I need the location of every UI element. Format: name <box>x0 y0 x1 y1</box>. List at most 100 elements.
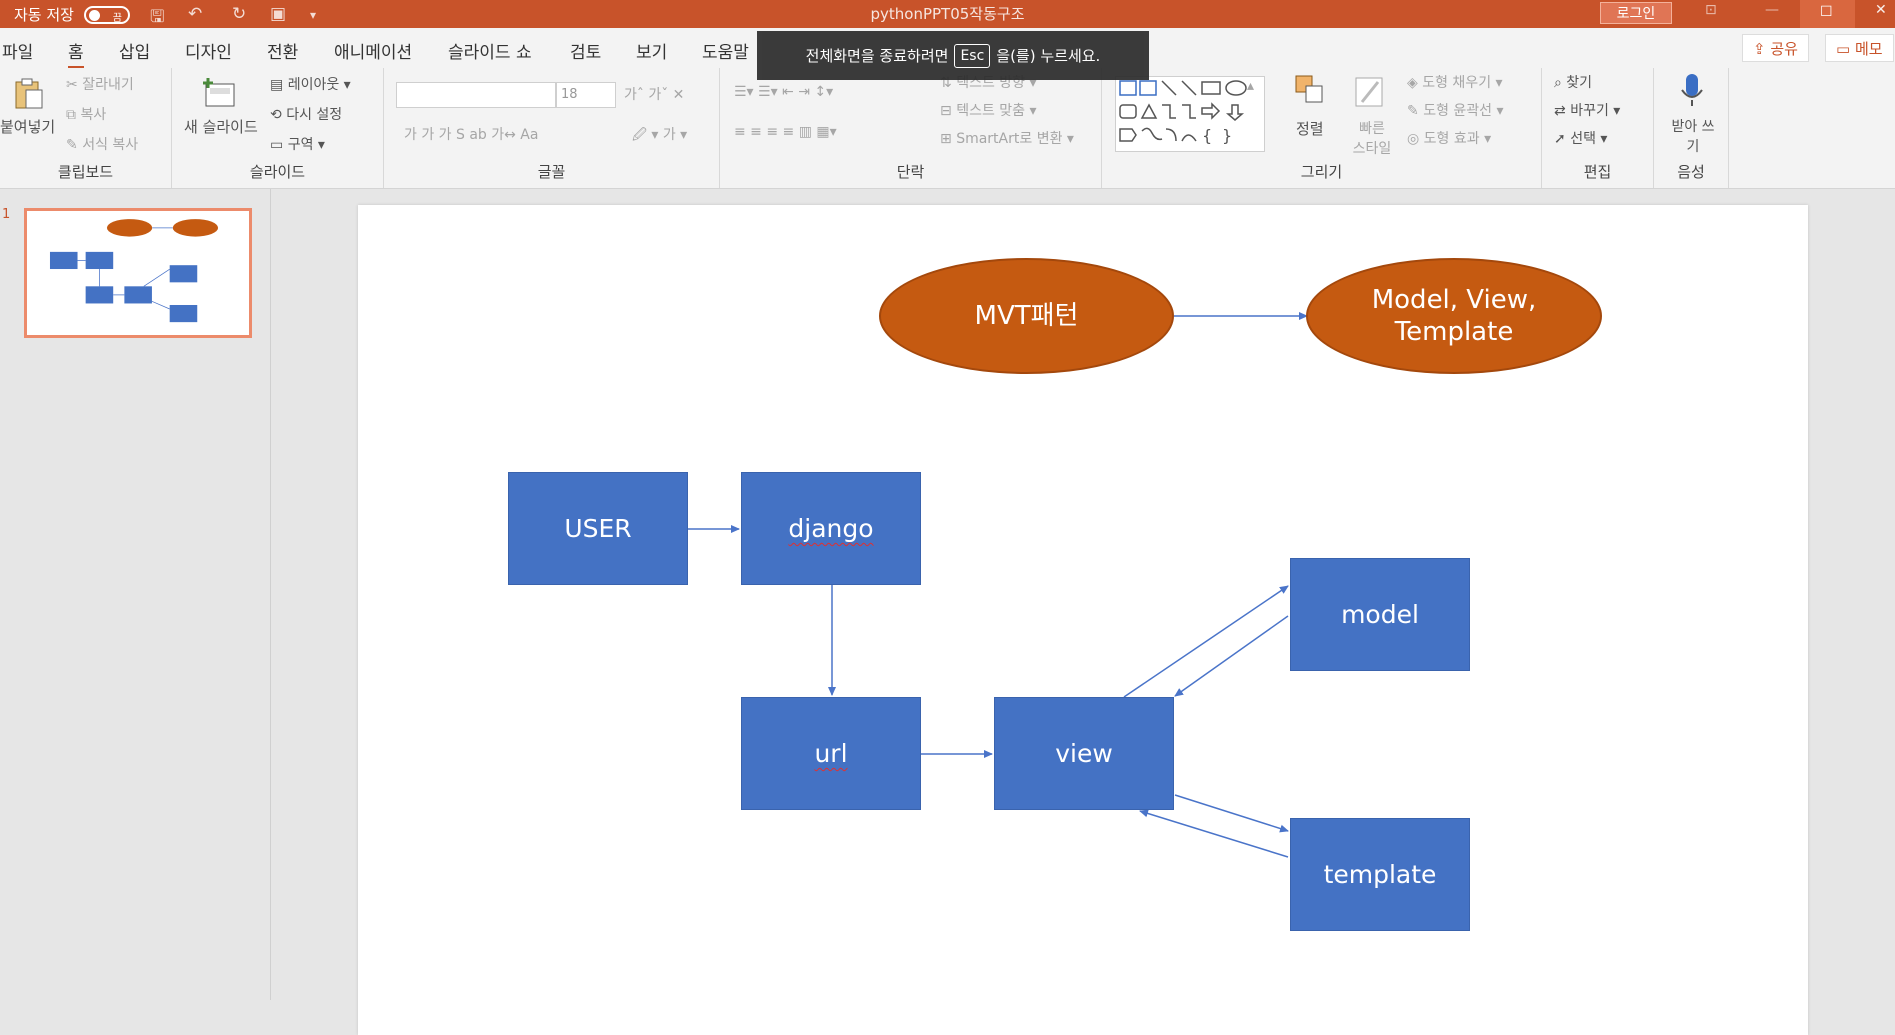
connector-arrows <box>688 312 1308 858</box>
editing-group: ⌕ 찾기 ⇄ 바꾸기 ▾ ➚ 선택 ▾ 편집 <box>1542 68 1654 188</box>
outline-icon: ✎ <box>1407 103 1424 119</box>
autosave-control[interactable]: 자동 저장 끔 <box>14 4 130 25</box>
layout-button[interactable]: ▤ 레이아웃 ▾ <box>270 77 351 93</box>
shapes-gallery[interactable]: {} <box>1115 76 1265 152</box>
tab-insert[interactable]: 삽입 <box>119 43 151 63</box>
voice-group: 받아 쓰기 음성 <box>1654 68 1729 188</box>
customize-toolbar-icon[interactable]: ▾ <box>310 8 317 22</box>
toast-text-after: 을(를) 누르세요. <box>996 47 1101 65</box>
url-box[interactable]: url <box>741 697 921 810</box>
section-icon: ▭ <box>270 137 288 153</box>
present-icon[interactable]: ▣ <box>270 4 287 24</box>
font-name-input[interactable] <box>396 82 556 108</box>
toast-text-before: 전체화면을 종료하려면 <box>805 47 949 65</box>
minimize-icon[interactable]: — <box>1765 2 1779 18</box>
mvt-description-line2: Template <box>1394 317 1514 347</box>
share-button[interactable]: ⇪ 공유 <box>1742 34 1809 62</box>
format-painter-button[interactable]: ✎ 서식 복사 <box>66 137 139 153</box>
shape-effects-button[interactable]: ◎ 도형 효과 ▾ <box>1407 131 1492 147</box>
new-slide-button[interactable]: 새 슬라이드 <box>184 118 258 136</box>
arrow-template-to-view <box>1139 809 1289 858</box>
select-button[interactable]: ➚ 선택 ▾ <box>1554 131 1608 147</box>
share-icon: ⇪ <box>1753 40 1771 58</box>
svg-text:{: { <box>1202 126 1212 145</box>
mvt-pattern-label: MVT패턴 <box>974 300 1079 331</box>
clipboard-group-label: 클립보드 <box>57 163 114 181</box>
arrow-view-to-model <box>1123 585 1289 698</box>
find-button[interactable]: ⌕ 찾기 <box>1554 75 1593 91</box>
scissors-icon: ✂ <box>66 77 83 93</box>
font-size-controls[interactable]: 가ˆ 가ˇ ✕ <box>624 87 685 103</box>
dictate-button[interactable]: 받아 쓰기 <box>1671 119 1715 155</box>
cut-button[interactable]: ✂ 잘라내기 <box>66 77 134 93</box>
django-box[interactable]: django <box>741 472 921 585</box>
login-button[interactable]: 로그인 <box>1600 2 1672 24</box>
memo-button[interactable]: ▭ 메모 <box>1825 34 1894 62</box>
autosave-label: 자동 저장 <box>14 6 74 24</box>
autosave-toggle[interactable]: 끔 <box>83 5 130 24</box>
arrange-icon[interactable] <box>1292 72 1328 108</box>
shape-outline-button[interactable]: ✎ 도형 윤곽선 ▾ <box>1407 103 1504 119</box>
tab-home[interactable]: 홈 <box>68 38 84 69</box>
slide-thumbnail[interactable] <box>24 208 252 338</box>
tab-view[interactable]: 보기 <box>636 43 668 63</box>
tab-animations[interactable]: 애니메이션 <box>334 43 413 63</box>
title-bar: 자동 저장 끔 🖫 ↶ ↻ ▣ ▾ pythonPPT05작동구조 로그인 ⊡ … <box>0 0 1895 28</box>
align-buttons[interactable]: ≡ ≡ ≡ ≡ ▥ ▦▾ <box>734 124 837 140</box>
maximize-icon: ☐ <box>1820 4 1833 20</box>
font-size-input[interactable]: 18 <box>556 82 616 108</box>
arrow-view-to-template <box>1174 794 1289 833</box>
comment-icon: ▭ <box>1836 40 1855 58</box>
font-style-buttons[interactable]: 가 가 가 S ab 가↔ Aa <box>404 127 539 143</box>
template-box[interactable]: template <box>1290 818 1470 931</box>
copy-button[interactable]: ⧉ 복사 <box>66 107 107 123</box>
ribbon: 붙여넣기 ✂ 잘라내기 ⧉ 복사 ✎ 서식 복사 클립보드 새 슬라이드 ▤ 레… <box>0 68 1895 189</box>
font-color-buttons[interactable]: 🖉 ▾ 가 ▾ <box>632 127 688 143</box>
mvt-pattern-oval[interactable]: MVT패턴 <box>879 258 1174 374</box>
smartart-button[interactable]: ⊞ SmartArt로 변환 ▾ <box>940 131 1074 147</box>
esc-key-badge: Esc <box>954 43 991 68</box>
replace-button[interactable]: ⇄ 바꾸기 ▾ <box>1554 103 1621 119</box>
user-box[interactable]: USER <box>508 472 688 585</box>
tab-help[interactable]: 도움말 <box>702 43 749 63</box>
tab-transitions[interactable]: 전환 <box>267 43 299 63</box>
close-icon[interactable]: ✕ <box>1875 2 1887 18</box>
view-box[interactable]: view <box>994 697 1174 810</box>
svg-text:}: } <box>1222 126 1232 145</box>
section-button[interactable]: ▭ 구역 ▾ <box>270 137 325 153</box>
reset-button[interactable]: ⟲ 다시 설정 <box>270 107 343 123</box>
shape-fill-button[interactable]: ◈ 도형 채우기 ▾ <box>1407 75 1503 91</box>
layout-icon: ▤ <box>270 77 288 93</box>
slide-canvas[interactable]: MVT패턴 Model, View, Template USER django … <box>358 205 1808 1035</box>
user-box-label: USER <box>564 514 632 543</box>
quick-styles-icon[interactable] <box>1352 74 1388 110</box>
undo-icon[interactable]: ↶ <box>188 4 203 24</box>
url-box-label: url <box>814 739 848 768</box>
ribbon-display-icon[interactable]: ⊡ <box>1705 2 1717 18</box>
paste-button[interactable]: 붙여넣기 <box>0 118 56 136</box>
font-group-label: 글꼴 <box>537 163 566 181</box>
model-box[interactable]: model <box>1290 558 1470 671</box>
tab-review[interactable]: 검토 <box>570 43 602 63</box>
mvt-description-oval[interactable]: Model, View, Template <box>1306 258 1602 374</box>
maximize-button[interactable]: ☐ <box>1800 0 1855 28</box>
quick-styles-button[interactable]: 빠른 스타일 <box>1352 121 1392 157</box>
redo-icon[interactable]: ↻ <box>232 4 247 24</box>
brush-icon: ✎ <box>66 137 83 153</box>
tab-design[interactable]: 디자인 <box>185 43 232 63</box>
save-icon[interactable]: 🖫 <box>150 7 165 27</box>
slide-number: 1 <box>2 207 11 222</box>
tab-slideshow[interactable]: 슬라이드 쇼 <box>448 43 532 63</box>
arrow-model-to-view <box>1174 615 1289 697</box>
tab-file[interactable]: 파일 <box>2 43 34 63</box>
shapes-scroll-up-icon[interactable]: ▴ <box>1247 78 1255 94</box>
editing-group-label: 편집 <box>1583 163 1612 181</box>
reset-icon: ⟲ <box>270 107 287 123</box>
list-buttons[interactable]: ☰▾ ☰▾ ⇤ ⇥ ↕▾ <box>734 84 834 100</box>
document-title: pythonPPT05작동구조 <box>870 5 1025 23</box>
microphone-icon[interactable] <box>1674 72 1710 108</box>
new-slide-icon[interactable] <box>202 76 238 112</box>
arrange-button[interactable]: 정렬 <box>1296 120 1324 138</box>
paste-icon[interactable] <box>10 76 46 112</box>
align-text-button[interactable]: ⊟ 텍스트 맞춤 ▾ <box>940 103 1037 119</box>
